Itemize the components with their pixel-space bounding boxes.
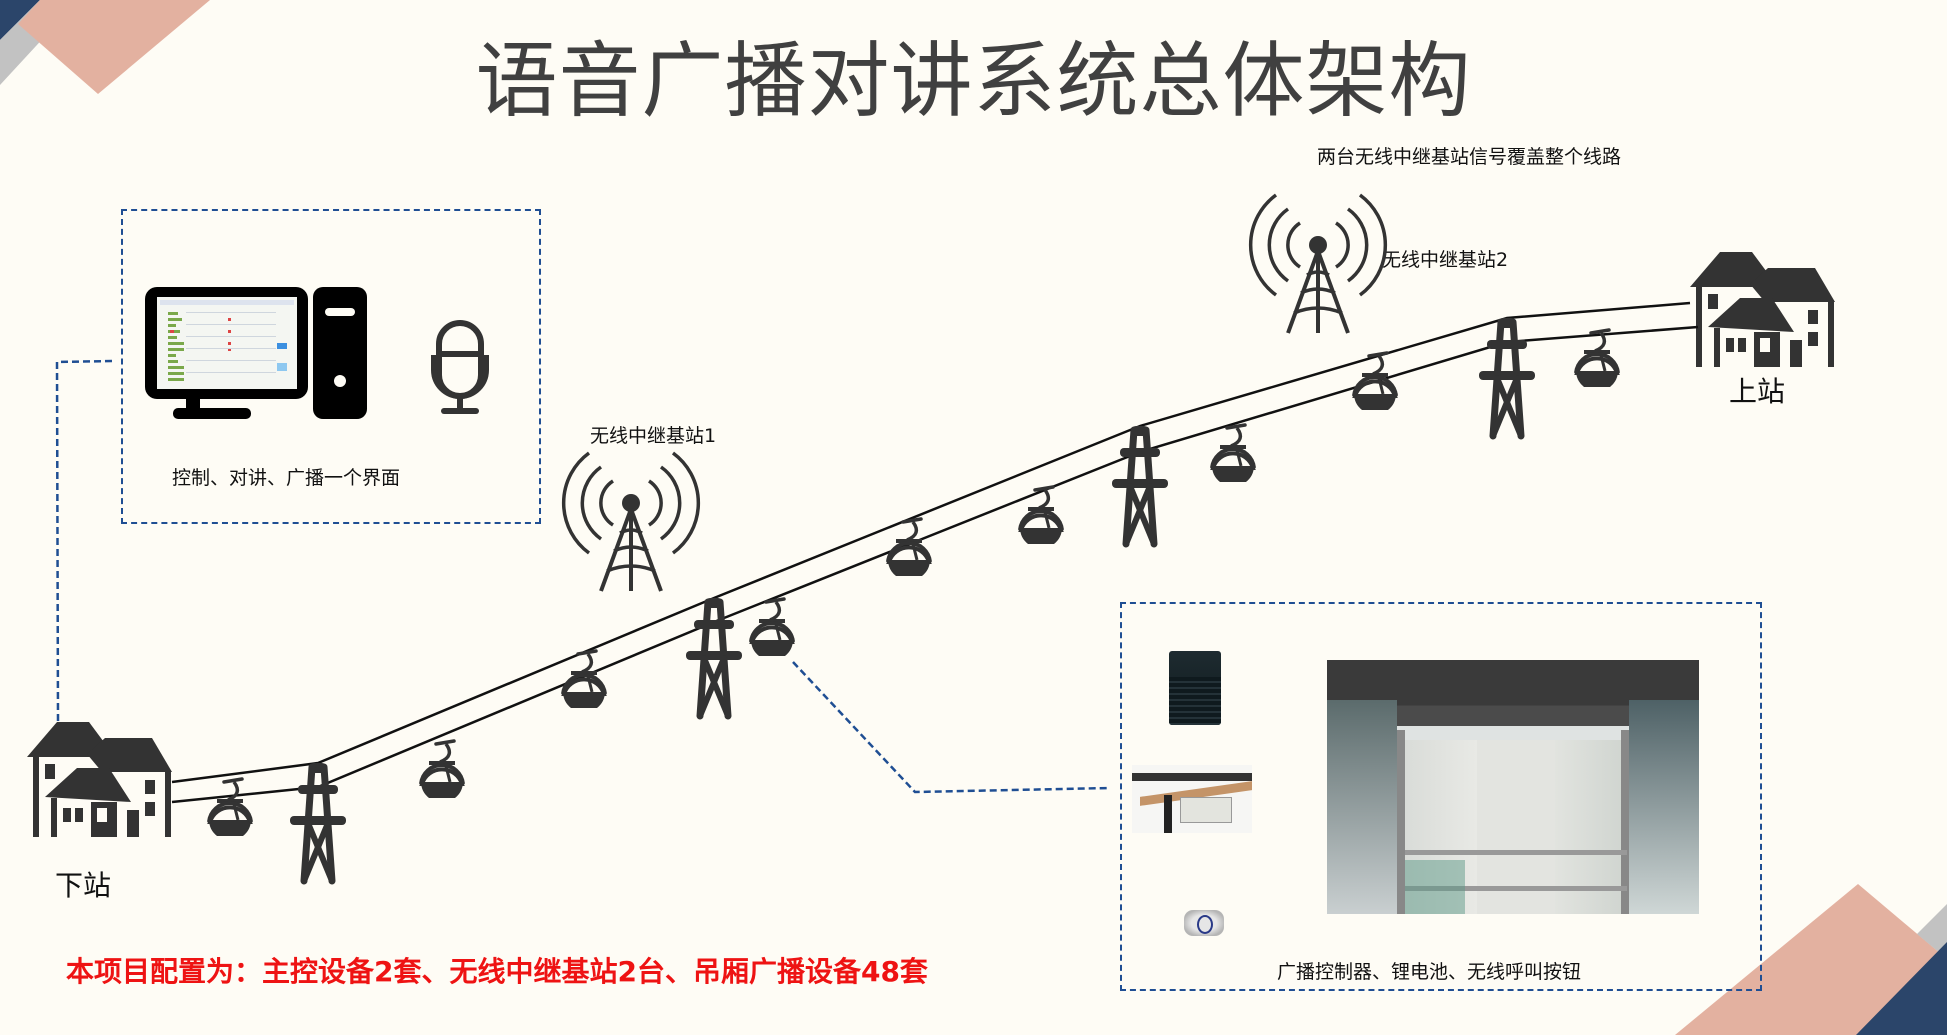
computer-monitor-icon: [145, 287, 308, 419]
lower-station-icon: [27, 722, 172, 837]
control-box-caption: 控制、对讲、广播一个界面: [172, 467, 401, 489]
wireless-call-button-image: [1184, 910, 1224, 936]
gondola-icon: [1574, 328, 1620, 389]
coverage-note: 两台无线中继基站信号覆盖整个线路: [1317, 146, 1622, 168]
gondola-icon: [749, 597, 795, 658]
pylon-icon: [1479, 318, 1535, 436]
cabin-box-caption: 广播控制器、锂电池、无线呼叫按钮: [1277, 961, 1582, 983]
configuration-note: 本项目配置为：主控设备2套、无线中继基站2台、吊厢广播设备48套: [66, 955, 928, 988]
gondola-icon: [207, 777, 253, 838]
gondola-to-cabin-box-connector: [792, 661, 1111, 794]
control-to-lower-station-connector: [55, 359, 116, 722]
deco-pink-top-left: [18, 0, 210, 94]
relay-station-1-label: 无线中继基站1: [590, 425, 717, 447]
relay-station-2-label: 无线中继基站2: [1382, 249, 1509, 271]
upper-cable: [171, 301, 1691, 784]
deco-navy-bottom-right: [1856, 942, 1947, 1035]
upper-station-icon: [1690, 252, 1835, 367]
pylon-icon: [686, 598, 742, 716]
microphone-icon: [431, 320, 489, 414]
page-title: 语音广播对讲系统总体架构: [475, 34, 1472, 129]
lower-station-label: 下站: [55, 869, 112, 902]
wireless-relay-1-icon: [561, 451, 701, 593]
pylon-icon: [1112, 426, 1168, 544]
deco-gray-bottom-right: [1917, 904, 1947, 959]
lithium-battery-image: [1132, 765, 1252, 833]
cabin-equipment-box: [1120, 602, 1762, 991]
computer-tower-icon: [313, 287, 367, 419]
broadcast-controller-image: [1169, 651, 1221, 725]
lower-cable: [171, 325, 1699, 804]
pylon-icon: [290, 763, 346, 881]
gondola-icon: [419, 739, 465, 800]
wireless-relay-2-icon: [1248, 193, 1388, 335]
gondola-icon: [1018, 485, 1064, 546]
gondola-icon: [886, 517, 932, 578]
deco-pink-bottom-right: [1675, 884, 1947, 1035]
cabin-interior-photo: [1327, 660, 1699, 914]
upper-station-label: 上站: [1729, 375, 1786, 408]
control-center-box: [121, 209, 541, 524]
gondola-icon: [1210, 423, 1256, 484]
